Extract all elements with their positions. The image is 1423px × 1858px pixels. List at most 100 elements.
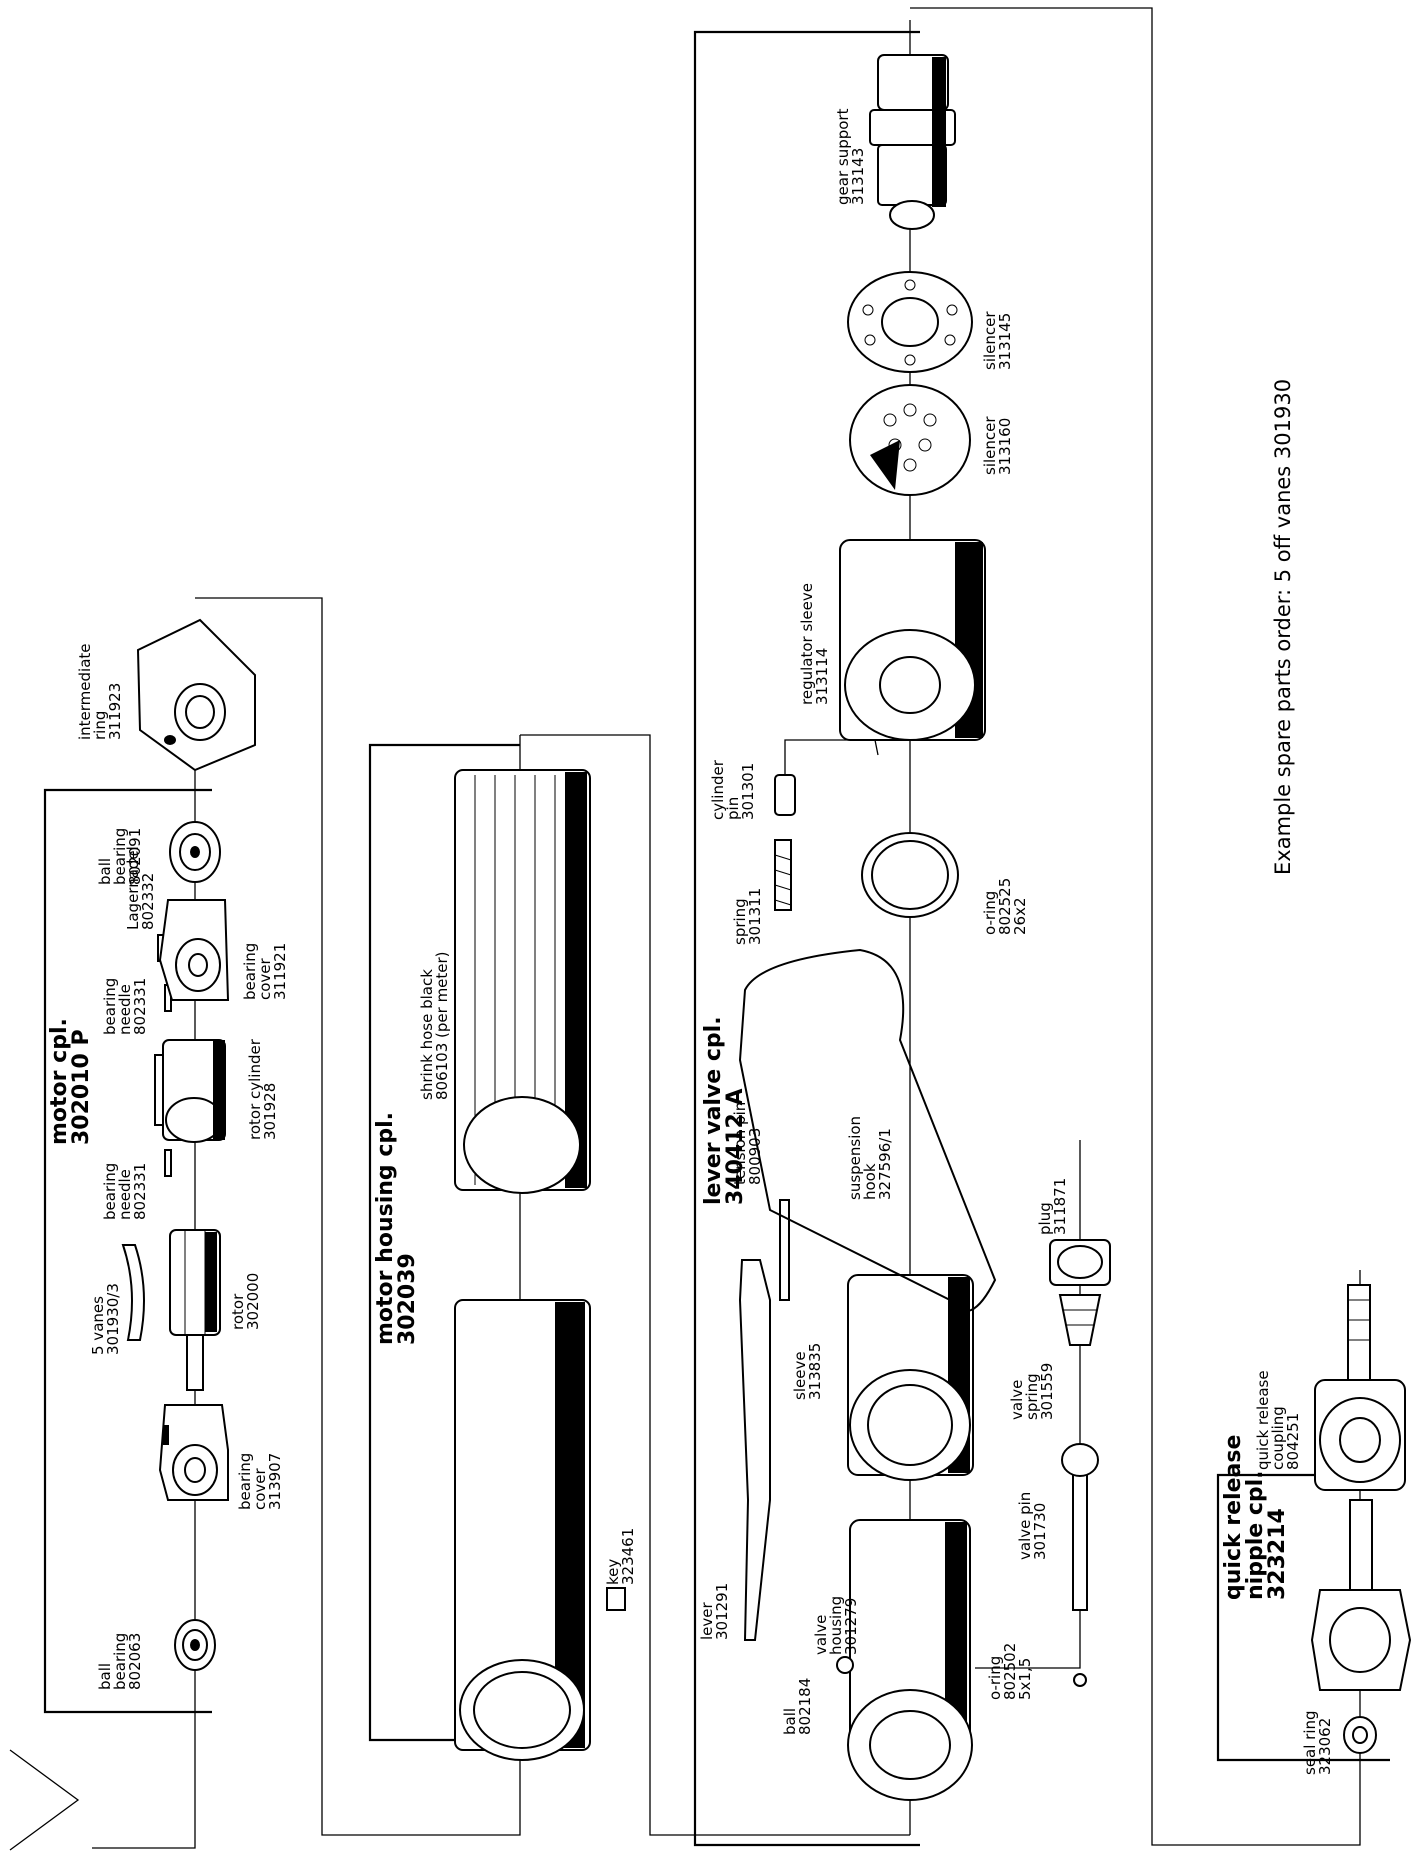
shrink-hose-part <box>454 769 591 1194</box>
svg-text:gear support: gear support <box>834 108 852 205</box>
label-ball-802184: ball 802184 <box>781 1678 814 1735</box>
label-sleeve-313835: sleeve 313835 <box>791 1343 824 1400</box>
spring-301311-part <box>774 839 792 911</box>
svg-text:327596/1: 327596/1 <box>876 1128 894 1200</box>
motor-bracket <box>43 788 212 1714</box>
label-vanes: 5 vanes 301930/3 <box>89 1283 122 1355</box>
o-ring-802525-part <box>861 832 959 918</box>
svg-text:cylinder: cylinder <box>709 759 727 820</box>
svg-text:301279: 301279 <box>842 1598 860 1655</box>
svg-text:needle: needle <box>116 984 134 1035</box>
motor-group-number: 302010 P <box>69 1029 94 1145</box>
svg-text:802525: 802525 <box>996 878 1014 935</box>
bearing-cover-311921-part <box>158 899 230 1001</box>
lever-valve-group-title: lever valve cpl. <box>701 1016 726 1205</box>
label-suspension-hook-327596: suspension hook 327596/1 <box>846 1116 894 1200</box>
svg-text:311923: 311923 <box>106 683 124 740</box>
label-gear-support-313143: gear support 313143 <box>834 108 867 205</box>
nipple-hex-part <box>1310 1499 1412 1691</box>
label-rotor-302000: rotor 302000 <box>229 1273 262 1330</box>
svg-text:802502: 802502 <box>1001 1643 1019 1700</box>
svg-text:spring: spring <box>1023 1373 1041 1420</box>
svg-text:802063: 802063 <box>126 1633 144 1690</box>
svg-text:301301: 301301 <box>739 763 757 820</box>
svg-text:26x2: 26x2 <box>1011 897 1029 935</box>
svg-text:housing: housing <box>827 1596 845 1655</box>
label-lever-301291: lever 301291 <box>698 1583 731 1640</box>
svg-text:cover: cover <box>251 1467 269 1510</box>
svg-text:bearing: bearing <box>111 828 129 885</box>
label-silencer-313160: silencer 313160 <box>981 416 1014 475</box>
svg-text:spring: spring <box>731 898 749 945</box>
svg-text:coupling: coupling <box>1269 1406 1287 1470</box>
cylinder-pin-301301-part <box>774 774 796 816</box>
vanes-part <box>121 1244 145 1341</box>
rotor-cylinder-301928-part <box>154 1039 226 1143</box>
nipple-bracket <box>1216 1473 1390 1762</box>
label-intermediate-ring-311923: intermediate ring 311923 <box>76 643 124 740</box>
svg-text:313160: 313160 <box>996 418 1014 475</box>
valve-spring-301559-part <box>1058 1294 1102 1346</box>
valve-to-nipple-link <box>910 7 1361 1846</box>
svg-text:301311: 301311 <box>746 888 764 945</box>
nipple-group-number: 323214 <box>1265 1508 1290 1600</box>
valve-housing-301279-part <box>847 1519 973 1801</box>
svg-text:bearing: bearing <box>241 943 259 1000</box>
tension-pin-800903-part <box>779 1199 790 1301</box>
svg-text:needle: needle <box>116 1169 134 1220</box>
label-lagernadel-802332: Lagernadel 802332 <box>124 846 157 930</box>
label-key-323461: key 323461 <box>604 1528 637 1585</box>
svg-text:seal ring: seal ring <box>1301 1710 1319 1775</box>
svg-text:ball: ball <box>96 858 114 885</box>
label-tension-pin-800903: tension pin 800903 <box>731 1102 764 1185</box>
corner-arrow <box>9 1749 80 1851</box>
svg-text:313907: 313907 <box>266 1453 284 1510</box>
svg-text:302000: 302000 <box>244 1273 262 1330</box>
svg-text:bearing: bearing <box>111 1633 129 1690</box>
svg-text:323062: 323062 <box>1316 1718 1334 1775</box>
label-silencer-313145: silencer 313145 <box>981 311 1014 370</box>
svg-text:802331: 802331 <box>131 1163 149 1220</box>
svg-text:802331: 802331 <box>131 978 149 1035</box>
regulator-sleeve-313114-part <box>839 539 986 741</box>
label-rotor-cylinder-301928: rotor cylinder 301928 <box>246 1038 279 1140</box>
label-bearing-cover-311921: bearing cover 311921 <box>241 943 289 1000</box>
svg-text:311921: 311921 <box>271 943 289 1000</box>
ball-bearing-802091-part <box>169 821 221 883</box>
svg-text:ball: ball <box>96 1663 114 1690</box>
svg-text:301291: 301291 <box>713 1583 731 1640</box>
o-ring-802502-part <box>1073 1673 1087 1687</box>
svg-text:tension pin: tension pin <box>731 1102 749 1185</box>
label-valve-housing-301279: valve housing 301279 <box>812 1596 860 1655</box>
svg-text:301930/3: 301930/3 <box>104 1283 122 1355</box>
label-bearing-needle-802331-b: bearing needle 802331 <box>101 978 149 1035</box>
label-seal-ring-323062: seal ring 323062 <box>1301 1710 1334 1775</box>
motor-housing-group-number: 302039 <box>395 1253 420 1345</box>
svg-text:301730: 301730 <box>1031 1503 1049 1560</box>
svg-text:323461: 323461 <box>619 1528 637 1585</box>
label-valve-pin-301730: valve pin 301730 <box>1016 1492 1049 1560</box>
svg-text:bearing: bearing <box>101 1163 119 1220</box>
housing-to-valve-link <box>520 734 910 1836</box>
svg-text:800903: 800903 <box>746 1128 764 1185</box>
svg-text:suspension: suspension <box>846 1116 864 1200</box>
svg-text:sleeve: sleeve <box>791 1351 809 1400</box>
gear-support-313143-part <box>869 54 956 230</box>
spare-parts-note: Example spare parts order: 5 off vanes 3… <box>1271 379 1295 875</box>
svg-text:5 vanes: 5 vanes <box>89 1296 107 1355</box>
nipple-group-title-1: quick release <box>1221 1435 1246 1600</box>
svg-text:802184: 802184 <box>796 1678 814 1735</box>
svg-text:806103 (per meter): 806103 (per meter) <box>433 951 451 1100</box>
label-ball-bearing-802091: ball bearing 802091 <box>96 828 144 885</box>
svg-text:rotor cylinder: rotor cylinder <box>246 1038 264 1140</box>
lever-valve-group-number: 340412 A <box>723 1088 748 1205</box>
svg-text:lever: lever <box>698 1601 716 1640</box>
svg-text:quick release: quick release <box>1254 1370 1272 1470</box>
label-ball-bearing-802063: ball bearing 802063 <box>96 1633 144 1690</box>
svg-text:313143: 313143 <box>849 148 867 205</box>
sleeve-313835-part <box>847 1274 974 1481</box>
svg-text:bearing: bearing <box>101 978 119 1035</box>
svg-text:301559: 301559 <box>1038 1363 1056 1420</box>
svg-text:802091: 802091 <box>126 828 144 885</box>
